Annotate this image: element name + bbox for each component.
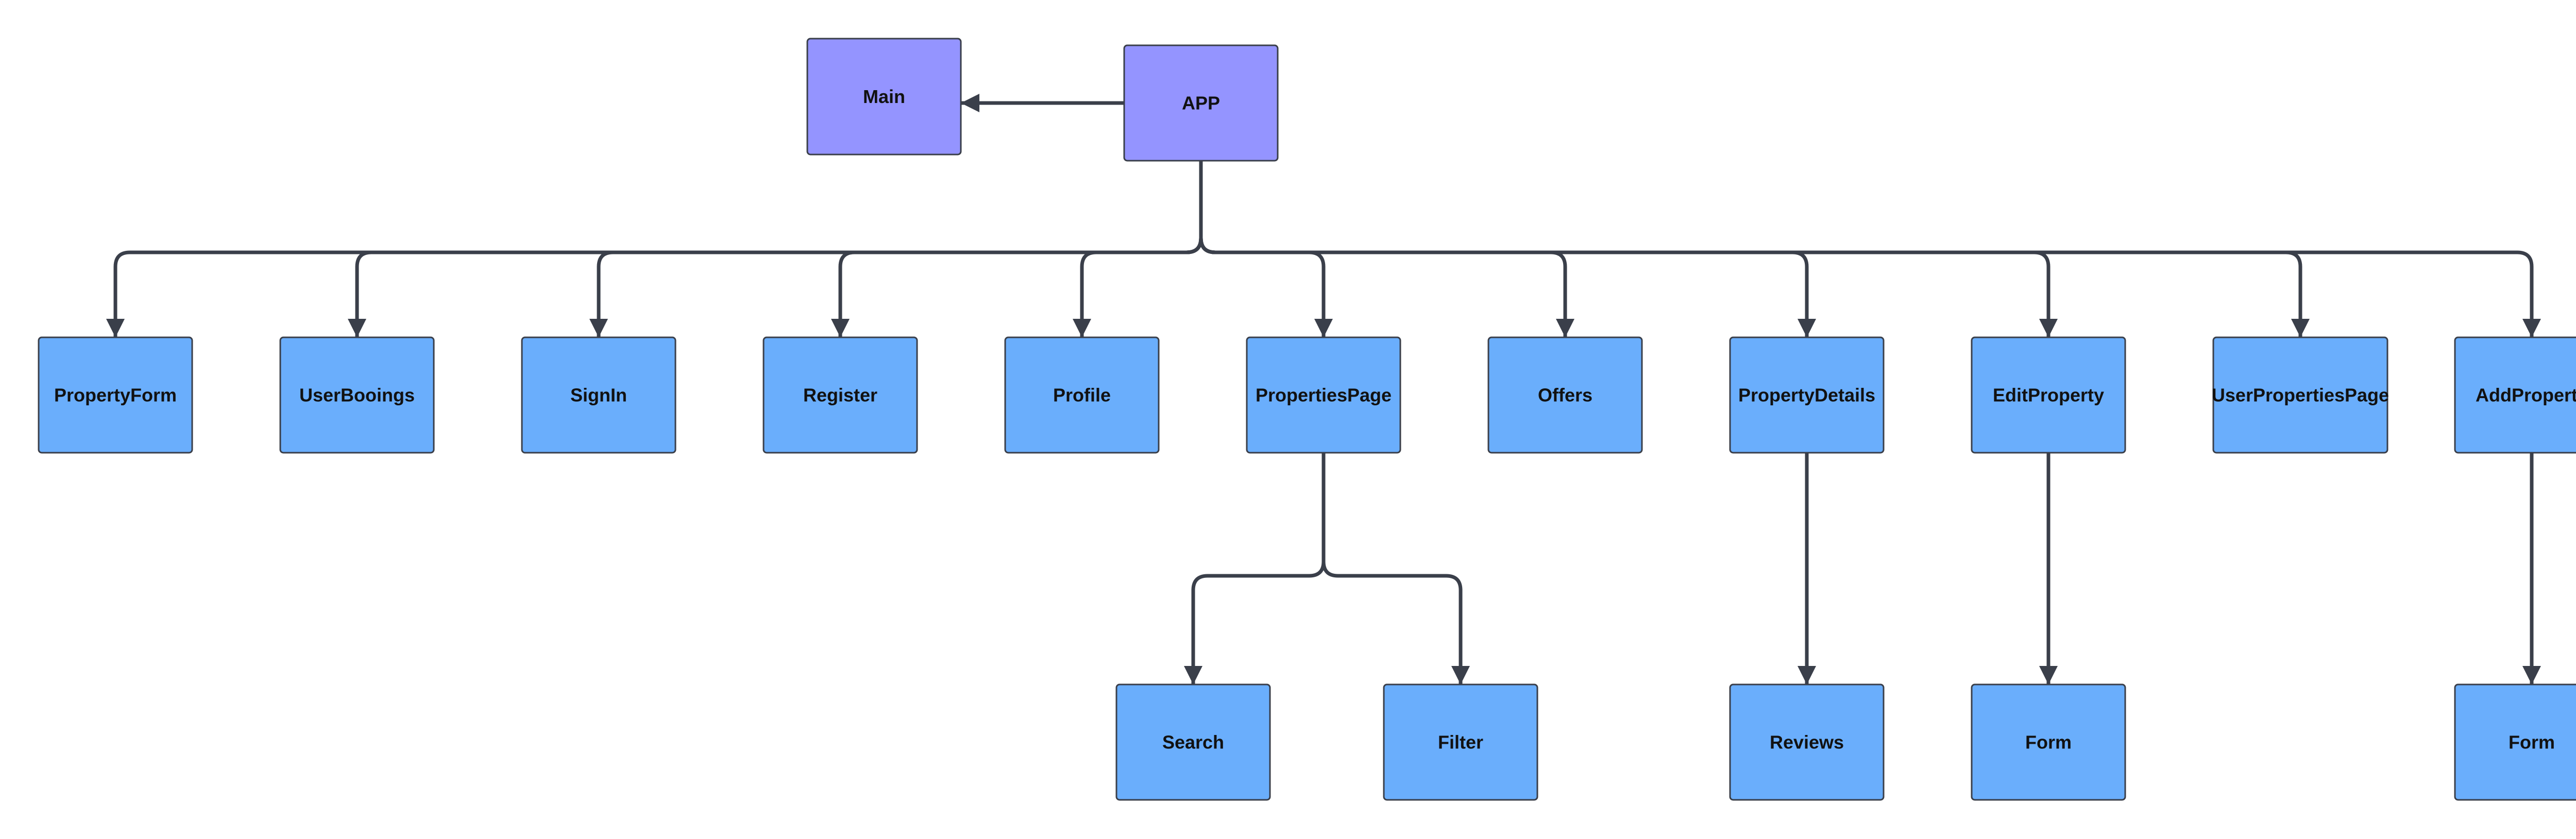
node-main: Main (806, 38, 962, 156)
node-box-user-properties-page (2212, 336, 2388, 454)
node-label-edit-form: Form (2025, 732, 2072, 753)
node-filter: Filter (1383, 683, 1538, 801)
node-edit-property: EditProperty (1971, 336, 2126, 454)
node-box-edit-form (1971, 683, 2126, 801)
node-box-main (806, 38, 962, 156)
connector-properties_page-to-search (1184, 453, 1326, 684)
node-label-property-details: PropertyDetails (1738, 385, 1875, 406)
node-box-property-details (1729, 336, 1885, 454)
node-reviews: Reviews (1729, 683, 1885, 801)
node-label-offers: Offers (1538, 385, 1592, 406)
node-label-user-booings: UserBooings (299, 385, 415, 406)
node-label-search: Search (1162, 732, 1224, 753)
node-label-property-form: PropertyForm (54, 385, 177, 406)
node-box-offers (1487, 336, 1643, 454)
node-properties-page: PropertiesPage (1246, 336, 1401, 454)
node-box-add-property (2454, 336, 2576, 454)
node-box-edit-property (1971, 336, 2126, 454)
node-box-property-form (38, 336, 193, 454)
node-sign-in: SignIn (521, 336, 676, 454)
node-label-user-properties-page: UserPropertiesPage (2212, 385, 2389, 406)
nodes: Main APP PropertyForm UserBooings SignIn Regi… (38, 38, 2576, 801)
node-label-sign-in: SignIn (570, 385, 627, 406)
connector-app-to-register (831, 161, 1203, 337)
connector-app-to-offers (1199, 161, 1574, 337)
node-label-main: Main (863, 86, 905, 107)
connector-app-to-edit_property (1199, 161, 2058, 337)
node-property-form: PropertyForm (38, 336, 193, 454)
node-box-user-booings (279, 336, 435, 454)
node-offers: Offers (1487, 336, 1643, 454)
connector-app-to-user_properties_page (1199, 161, 2310, 337)
node-user-properties-page: UserPropertiesPage (2212, 336, 2389, 454)
node-profile: Profile (1004, 336, 1160, 454)
node-box-properties-page (1246, 336, 1401, 454)
node-label-reviews: Reviews (1770, 732, 1844, 753)
node-label-add-form: Form (2509, 732, 2555, 753)
node-label-filter: Filter (1438, 732, 1483, 753)
node-box-register (762, 336, 918, 454)
node-add-form: Form (2454, 683, 2576, 801)
node-box-app (1123, 44, 1279, 162)
node-label-app: APP (1182, 93, 1220, 114)
connector-properties_page-to-filter (1321, 453, 1470, 684)
node-search: Search (1115, 683, 1271, 801)
node-label-profile: Profile (1053, 385, 1111, 406)
node-label-add-property: AddProperty (2476, 385, 2576, 406)
node-app: APP (1123, 44, 1279, 162)
connector-app-to-add_property (1199, 161, 2541, 337)
node-property-details: PropertyDetails (1729, 336, 1885, 454)
node-box-add-form (2454, 683, 2576, 801)
connector-app-to-user_booings (348, 161, 1203, 337)
connector-app-to-sign_in (589, 161, 1203, 337)
connector-app-to-property_form (106, 161, 1203, 337)
connector-app-to-property_details (1199, 161, 1816, 337)
node-register: Register (762, 336, 918, 454)
node-box-profile (1004, 336, 1160, 454)
connectors (106, 94, 2541, 684)
node-label-properties-page: PropertiesPage (1256, 385, 1392, 406)
node-edit-form: Form (1971, 683, 2126, 801)
node-box-sign-in (521, 336, 676, 454)
node-label-edit-property: EditProperty (1993, 385, 2104, 406)
connector-app-to-properties_page (1199, 161, 1333, 337)
connector-app-to-profile (1073, 161, 1203, 337)
node-user-booings: UserBooings (279, 336, 435, 454)
node-label-register: Register (803, 385, 877, 406)
node-box-search (1115, 683, 1271, 801)
node-box-filter (1383, 683, 1538, 801)
node-box-reviews (1729, 683, 1885, 801)
node-add-property: AddProperty (2454, 336, 2576, 454)
